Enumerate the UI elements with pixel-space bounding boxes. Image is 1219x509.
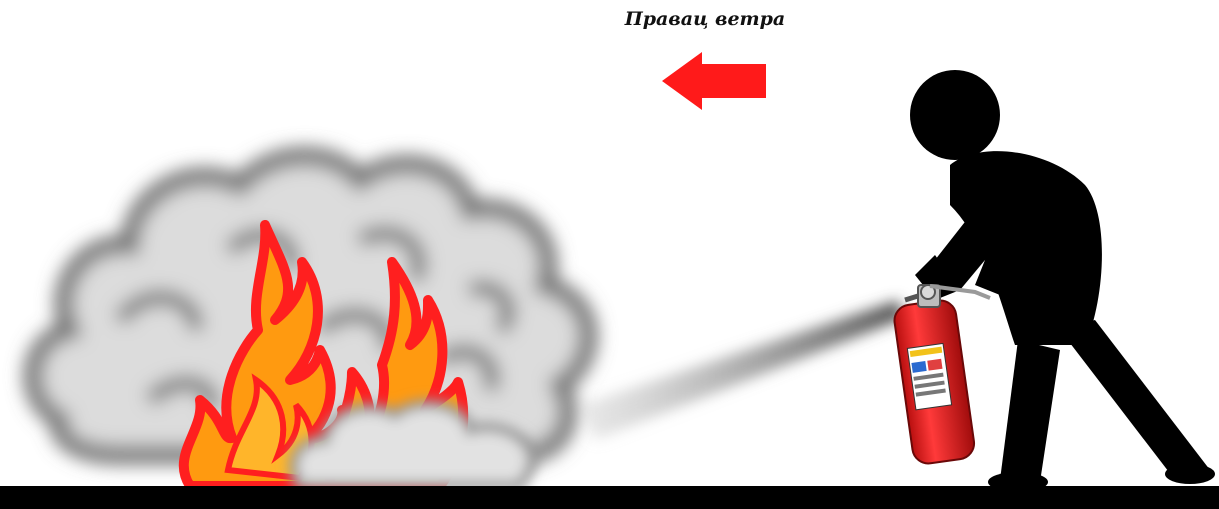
left-arrow-icon (662, 52, 766, 110)
fire-extinguisher-icon (892, 285, 990, 466)
ground (0, 486, 1219, 509)
extinguisher-spray (580, 300, 905, 440)
